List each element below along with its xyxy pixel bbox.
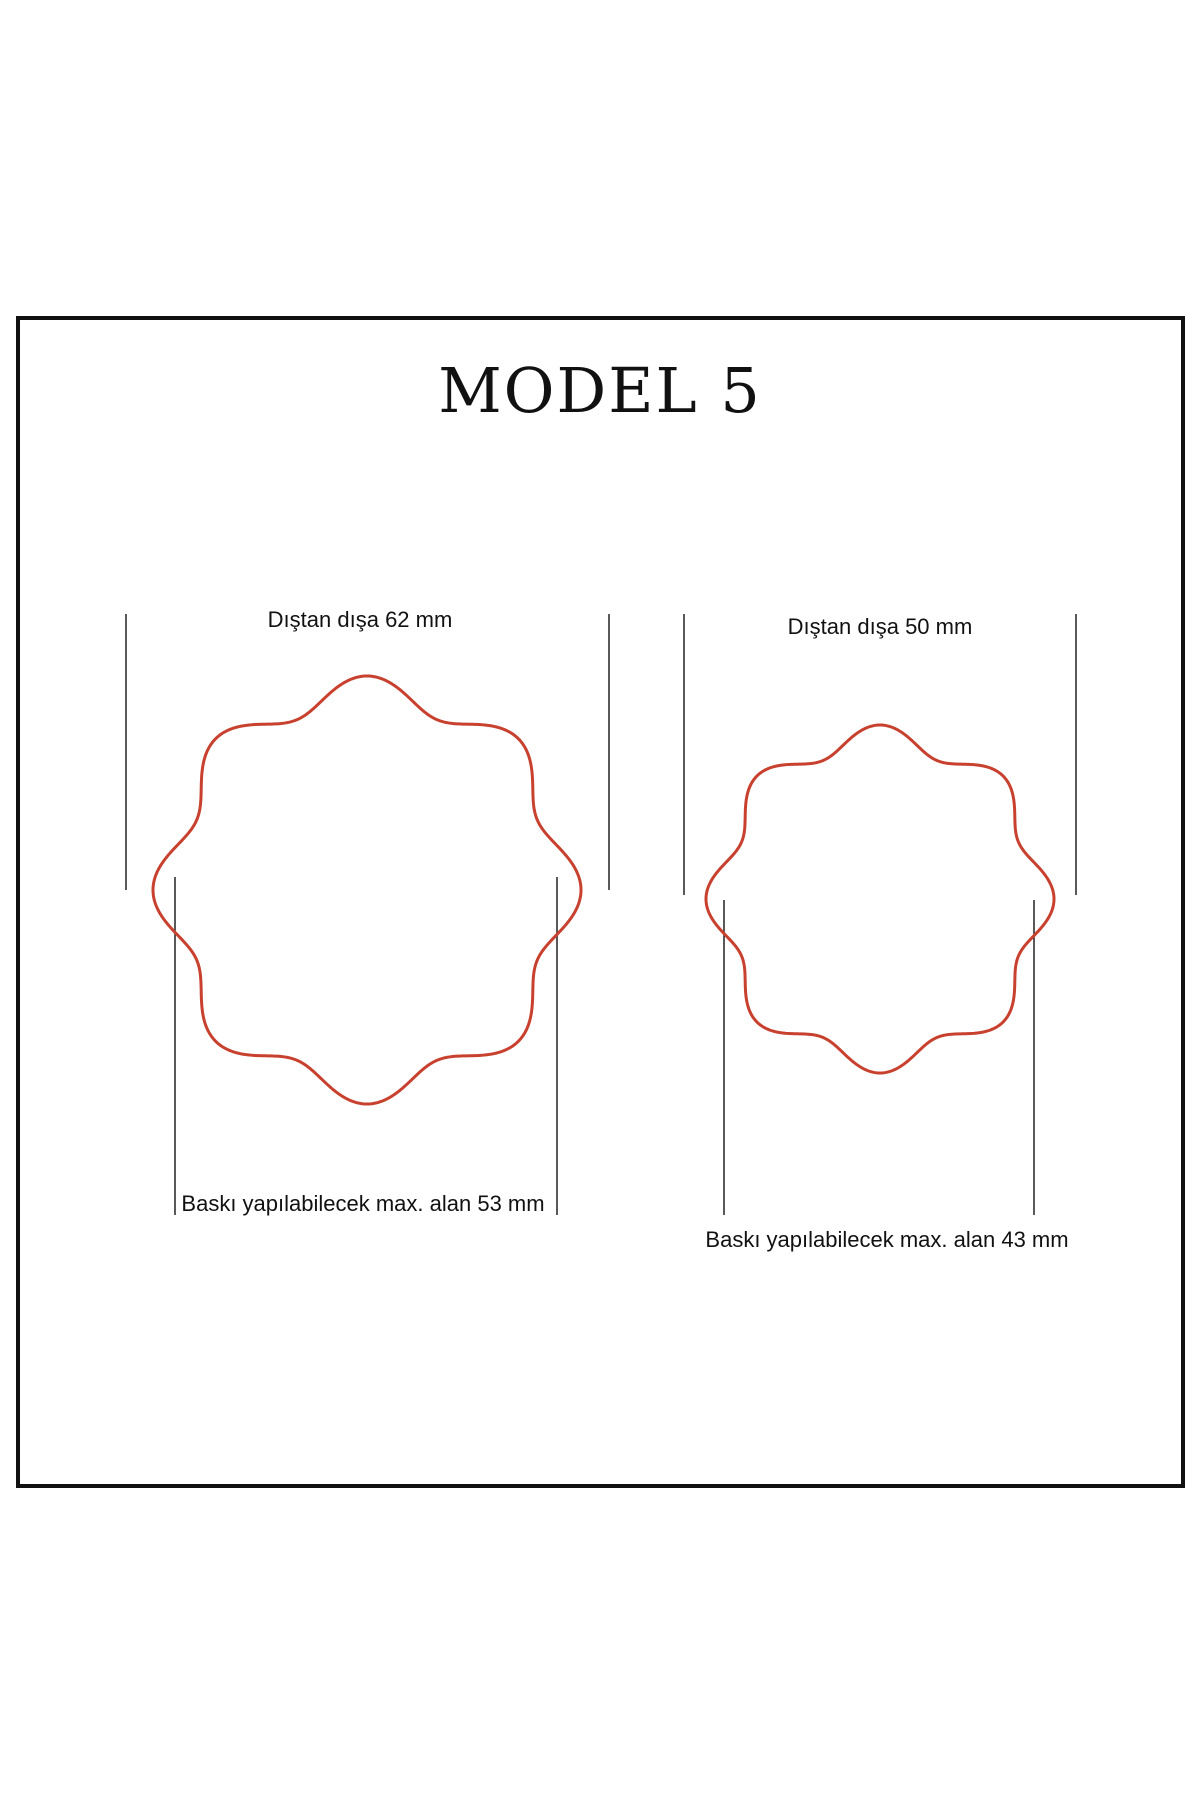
page-title: MODEL 5 bbox=[438, 354, 762, 427]
large-wavy-outline bbox=[151, 674, 583, 1106]
small-wavy-outline bbox=[704, 723, 1056, 1075]
small-outer-dimension-label: Dıştan dışa 50 mm bbox=[788, 614, 973, 639]
frame-border bbox=[16, 316, 1185, 1488]
small-shape-group: Dıştan dışa 50 mm Baskı yapılabilecek ma… bbox=[683, 614, 1077, 1252]
large-shape-group: Dıştan dışa 62 mm Baskı yapılabilecek ma… bbox=[125, 607, 610, 1216]
large-print-area-label: Baskı yapılabilecek max. alan 53 mm bbox=[181, 1191, 544, 1216]
large-outer-dimension-label: Dıştan dışa 62 mm bbox=[268, 607, 453, 632]
small-print-area-label: Baskı yapılabilecek max. alan 43 mm bbox=[705, 1227, 1068, 1252]
